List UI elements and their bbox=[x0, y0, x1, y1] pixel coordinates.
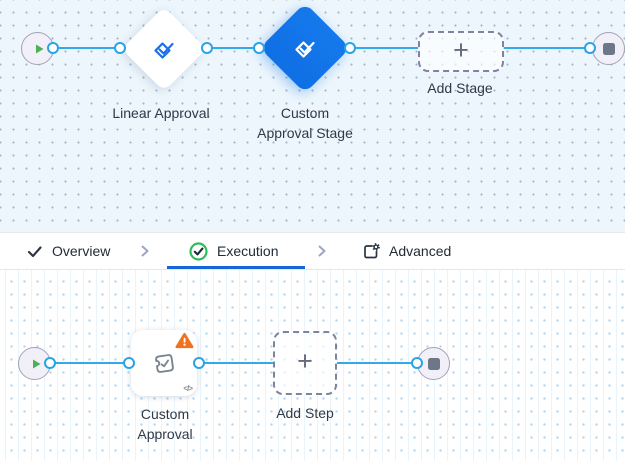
play-icon bbox=[35, 44, 43, 53]
add-stage-button[interactable]: + bbox=[418, 31, 504, 72]
add-step-button[interactable]: + bbox=[273, 331, 337, 395]
port[interactable] bbox=[123, 357, 135, 369]
port[interactable] bbox=[201, 42, 213, 54]
stage-label: Custom Approval Stage bbox=[257, 105, 353, 141]
step-label: Custom Approval bbox=[137, 406, 193, 442]
approval-check-icon bbox=[150, 35, 178, 63]
stage-canvas[interactable]: Linear Approval Custom Approval Stage + … bbox=[0, 0, 625, 232]
connector-line bbox=[503, 47, 590, 49]
check-circle-icon bbox=[189, 241, 208, 261]
step-node-custom-approval[interactable]: </> bbox=[131, 330, 197, 396]
connector-line bbox=[50, 362, 130, 364]
tab-execution[interactable]: Execution bbox=[189, 233, 278, 269]
tab-advanced[interactable]: Advanced bbox=[363, 233, 451, 269]
connector-line bbox=[199, 362, 273, 364]
tab-overview[interactable]: Overview bbox=[27, 233, 110, 269]
port[interactable] bbox=[44, 357, 56, 369]
execution-tabbar: Overview Execution bbox=[0, 232, 625, 270]
connector-line bbox=[350, 47, 418, 49]
settings-square-icon bbox=[364, 242, 380, 259]
plus-icon: + bbox=[453, 34, 469, 65]
play-icon bbox=[32, 359, 40, 368]
port[interactable] bbox=[584, 42, 596, 54]
port[interactable] bbox=[193, 357, 205, 369]
add-step-label: Add Step bbox=[276, 405, 334, 421]
stop-square-icon bbox=[602, 42, 615, 55]
tab-label: Advanced bbox=[389, 243, 452, 259]
end-node[interactable] bbox=[592, 32, 625, 65]
chevron-right-icon bbox=[137, 233, 153, 269]
connector-line bbox=[53, 47, 120, 49]
chevron-right-icon bbox=[314, 233, 330, 269]
connector-line bbox=[337, 362, 417, 364]
warning-icon[interactable] bbox=[175, 332, 194, 349]
approval-check-icon bbox=[291, 34, 319, 62]
code-icon: </> bbox=[183, 384, 193, 393]
approval-stamp-icon bbox=[149, 348, 179, 378]
step-canvas[interactable]: </> Custom Approval + Add Step bbox=[0, 270, 625, 461]
check-icon bbox=[27, 245, 42, 257]
end-node[interactable] bbox=[417, 347, 450, 380]
connector-line bbox=[207, 47, 259, 49]
stage-node-linear-approval[interactable] bbox=[121, 6, 207, 92]
plus-icon: + bbox=[297, 346, 313, 376]
port[interactable] bbox=[47, 42, 59, 54]
stage-node-custom-approval-stage[interactable] bbox=[259, 2, 351, 94]
port[interactable] bbox=[344, 42, 356, 54]
tab-label: Execution bbox=[217, 243, 279, 259]
port[interactable] bbox=[114, 42, 126, 54]
active-tab-underline bbox=[167, 266, 305, 269]
add-stage-label: Add Stage bbox=[427, 80, 493, 96]
stage-label: Linear Approval bbox=[112, 105, 210, 121]
port[interactable] bbox=[411, 357, 423, 369]
tab-label: Overview bbox=[52, 243, 111, 259]
stop-square-icon bbox=[427, 357, 440, 370]
port[interactable] bbox=[253, 42, 265, 54]
